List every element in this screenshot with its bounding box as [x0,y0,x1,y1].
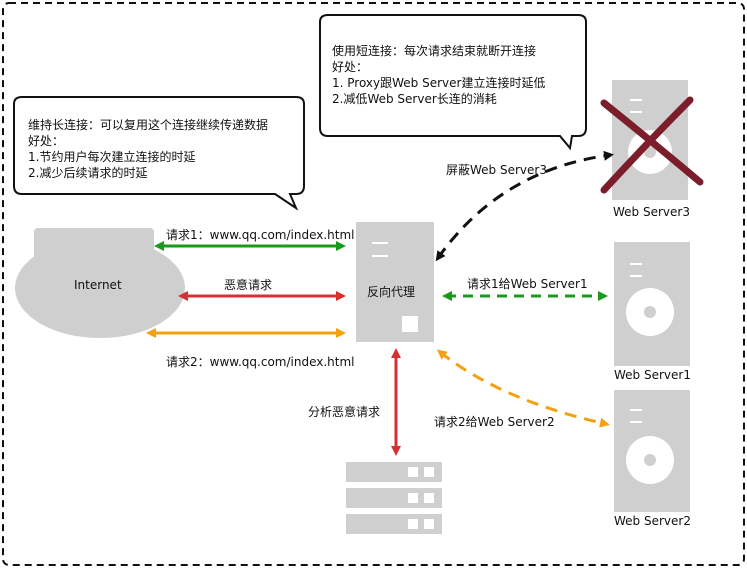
web-server2-box [614,390,690,512]
label-request2: 请求2：www.qq.com/index.html [166,355,355,369]
arrow-proxy-server2 [436,349,610,428]
reverse-proxy-label: 反向代理 [367,285,416,299]
bubble-short-line2: 好处： [332,60,369,74]
label-analyze: 分析恶意请求 [308,405,381,419]
arrow-proxy-server3 [435,150,614,262]
label-malicious: 恶意请求 [224,278,273,292]
web-server1-box [614,242,690,366]
bubble-long-line4: 2.减少后续请求的时延 [28,166,148,180]
label-req1-to-server1: 请求1给Web Server1 [467,277,588,291]
web-server1-label: Web Server1 [614,368,691,382]
bubble-short-line1: 使用短连接：每次请求结束就断开连接 [332,44,537,58]
bubble-long-line1: 维持长连接：可以复用这个连接继续传递数据 [28,118,269,132]
web-server2-label: Web Server2 [614,514,691,528]
label-block-server3: 屏蔽Web Server3 [446,163,547,177]
bubble-short-line3: 1. Proxy跟Web Server建立连接时延低 [332,76,546,90]
bubble-short-line4: 2.减低Web Server长连的消耗 [332,92,497,106]
reverse-proxy-box [356,222,434,342]
bubble-long-line3: 1.节约用户每次建立连接的时延 [28,150,196,164]
analysis-server-stack [346,462,442,534]
web-server3-label: Web Server3 [613,205,690,219]
label-request1: 请求1：www.qq.com/index.html [166,228,355,242]
label-req2-to-server2: 请求2给Web Server2 [434,415,555,429]
bubble-long-line2: 好处： [28,134,65,148]
bubble-short-connection [319,14,587,151]
blocked-x-mark [600,96,704,194]
internet-cloud [15,228,185,338]
internet-label: Internet [74,278,122,292]
bubble-long-connection [13,96,305,211]
